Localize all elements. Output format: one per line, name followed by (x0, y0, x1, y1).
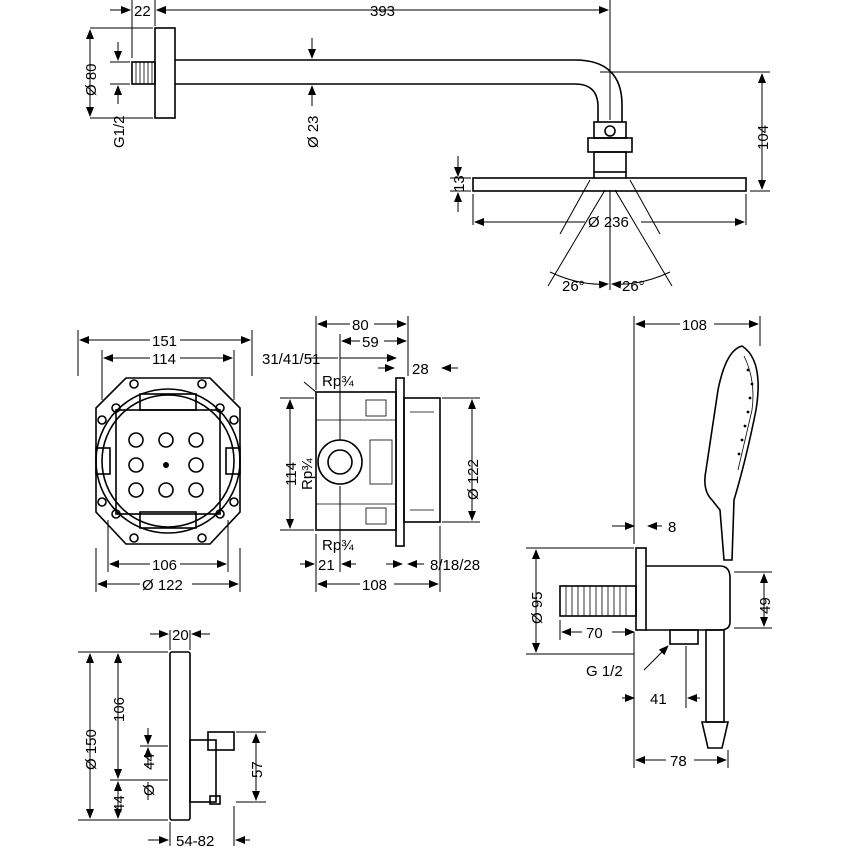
hose (705, 629, 725, 723)
threaded-nipple (131, 61, 156, 85)
dim-dia-95: Ø 95 (529, 591, 546, 624)
dim-106: 106 (152, 557, 177, 574)
dim-114: 114 (152, 351, 176, 368)
install-box-side-view: 80 59 31/41/51 28 Rp¾ 114 Rp¾ Rp¾ Ø 122 … (262, 315, 482, 594)
dim-49: 49 (757, 597, 774, 614)
hose-connector (559, 585, 637, 617)
rp-mid: Rp¾ (299, 458, 316, 490)
angle-right: 26° (622, 278, 645, 295)
wall-holder (635, 547, 647, 631)
dim-44-b: 44 (111, 795, 128, 812)
dim-108-side: 108 (362, 577, 387, 594)
wall-flange (154, 27, 176, 119)
dim-104: 104 (755, 125, 772, 150)
dim-41: 41 (650, 691, 667, 708)
thermostat-handle (189, 739, 217, 803)
dim-g12-hand: G 1/2 (586, 663, 623, 680)
dim-393: 393 (370, 3, 395, 20)
dim-28: 28 (412, 361, 429, 378)
overhead-shower-view: 22 393 Ø 80 G1/2 Ø 23 104 13 Ø 236 26° 2… (83, 0, 772, 295)
dim-31-41-51: 31/41/51 (262, 351, 320, 368)
dim-57: 57 (249, 761, 266, 778)
dim-106-trim: 106 (111, 697, 128, 722)
trim-plate (169, 651, 191, 821)
dim-dia-150: Ø 150 (83, 729, 100, 770)
install-box-front-view: 151 114 106 Ø 122 (77, 330, 253, 594)
dim-g12: G1/2 (111, 115, 128, 148)
dim-114-side: 114 (283, 462, 300, 486)
dim-78: 78 (670, 753, 687, 770)
dim-dia-80: Ø 80 (83, 63, 100, 96)
dim-dia-122: Ø 122 (142, 577, 183, 594)
side-outlet (317, 439, 363, 485)
shower-head (472, 177, 747, 192)
dim-80: 80 (352, 317, 369, 334)
box-outer-octagon (95, 377, 241, 545)
hand-shower-head (704, 345, 759, 561)
dim-8-hand: 8 (668, 519, 676, 536)
dim-22: 22 (134, 3, 151, 20)
dim-dia-122-side: Ø 122 (465, 459, 482, 500)
dim-13: 13 (451, 175, 468, 192)
dim-151: 151 (152, 333, 177, 350)
dim-8-18-28: 8/18/28 (430, 557, 480, 574)
dim-dia-trim: Ø (141, 784, 158, 796)
dim-21: 21 (318, 557, 335, 574)
shower-arm (175, 59, 623, 122)
dim-54-82: 54-82 (176, 833, 214, 850)
rp-top: Rp¾ (322, 373, 354, 390)
dim-44-a: 44 (141, 753, 158, 770)
dim-20: 20 (172, 627, 189, 644)
hand-shower-view: 108 8 Ø 95 49 70 G 1/2 41 78 (526, 315, 774, 770)
dim-dia-23: Ø 23 (305, 115, 322, 148)
dim-108-hand: 108 (682, 317, 707, 334)
rp-bottom: Rp¾ (322, 537, 354, 554)
angle-left: 26° (562, 278, 585, 295)
trim-plate-view: 20 Ø 150 106 44 44 Ø 57 54-82 (78, 627, 266, 850)
dim-70: 70 (586, 625, 603, 642)
dim-dia-236: Ø 236 (588, 214, 629, 231)
dim-59: 59 (362, 334, 379, 351)
